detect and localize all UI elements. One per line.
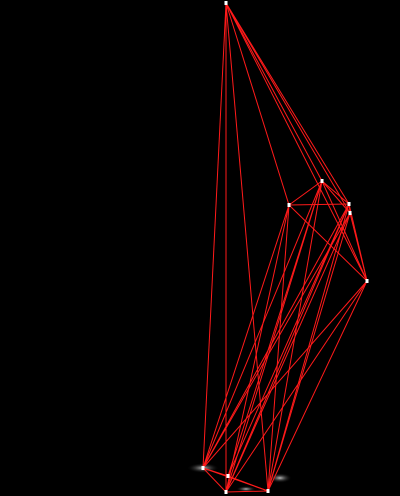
graph-node (224, 490, 228, 494)
graph-edge (225, 280, 368, 493)
node-glow-group (187, 463, 292, 492)
graph-node (226, 474, 230, 478)
graph-edge (225, 203, 350, 493)
graph-node (365, 279, 369, 283)
graph-node (348, 211, 352, 215)
graph-edge (267, 204, 290, 492)
edge-group (202, 2, 368, 493)
graph-edge (202, 2, 227, 469)
graph-edge (267, 280, 368, 492)
graph-edge (321, 180, 351, 214)
graph-edge (225, 212, 351, 493)
graph-edge (225, 2, 368, 282)
graph-edge (225, 2, 351, 214)
graph-node (224, 1, 228, 5)
graph-edge (267, 212, 351, 492)
graph-node (347, 202, 351, 206)
graph-edge (288, 180, 323, 206)
node-glow (268, 473, 292, 483)
node-group (201, 1, 369, 494)
graph-node (287, 203, 291, 207)
graph-edge (288, 203, 350, 206)
graph-edge (227, 475, 269, 492)
graph-edge (349, 212, 368, 282)
graph-edge (202, 204, 290, 469)
graph-edge (202, 467, 229, 477)
graph-edge (227, 180, 323, 477)
graph-edge (227, 203, 350, 477)
graph-node (320, 179, 324, 183)
graph-edge (225, 490, 269, 493)
node-glow (236, 486, 256, 492)
graph-edge (225, 2, 290, 206)
graph-edge (202, 280, 368, 469)
graph-edge (202, 212, 351, 469)
graph-node (266, 489, 270, 493)
graph-edge (202, 203, 350, 469)
graph-edge (225, 2, 350, 205)
graph-edge (225, 204, 290, 493)
graph-node (201, 466, 205, 470)
graph-edge (225, 2, 323, 182)
graph-edge (202, 467, 227, 493)
graph-edge (321, 180, 350, 205)
